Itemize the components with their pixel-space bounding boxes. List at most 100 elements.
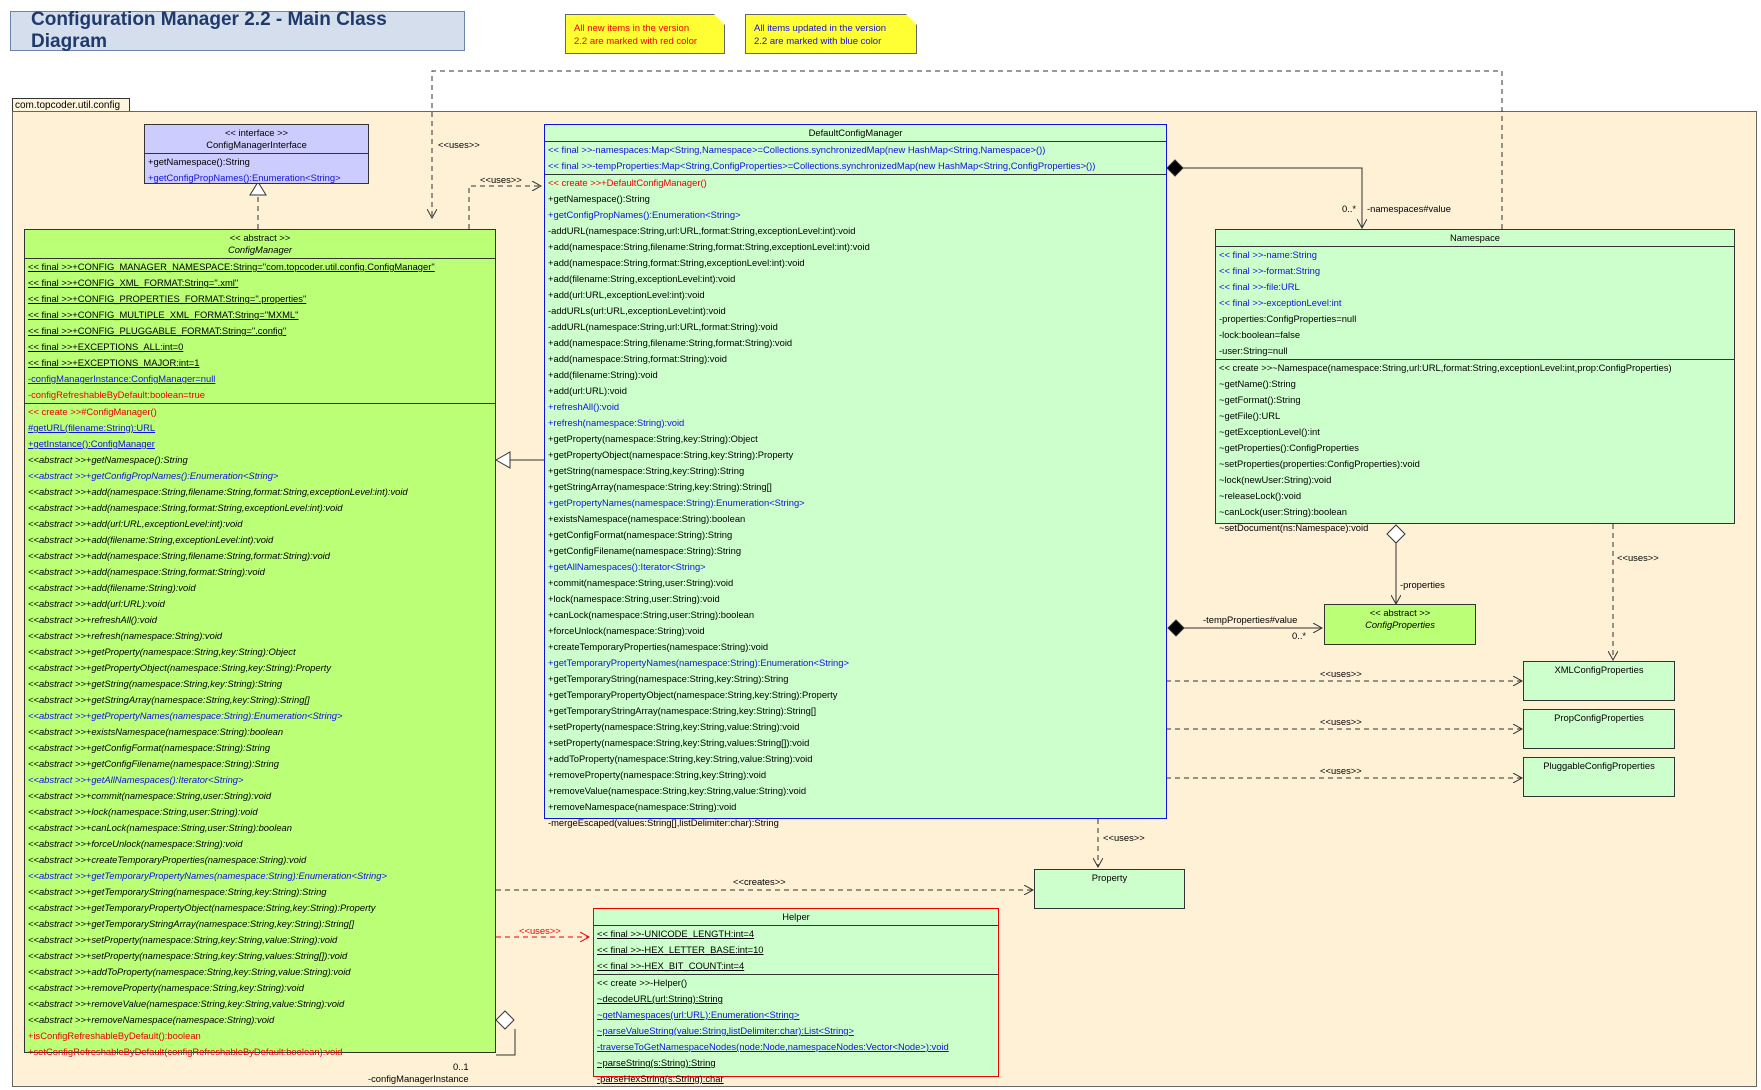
class-pluggable-config-properties[interactable]: PluggableConfigProperties	[1523, 757, 1675, 797]
member-row[interactable]: <<abstract >>+add(namespace:String,forma…	[28, 502, 343, 513]
member-row[interactable]: <<abstract >>+getPropertyNames(namespace…	[28, 710, 343, 721]
member-row[interactable]: << final >>+CONFIG_MANAGER_NAMESPACE:Str…	[28, 261, 435, 272]
member-row[interactable]: +getPropertyNames(namespace:String):Enum…	[548, 497, 805, 508]
member-row[interactable]: +refresh(namespace:String):void	[548, 417, 685, 428]
member-row[interactable]: +getAllNamespaces():Iterator<String>	[548, 561, 706, 572]
member-row[interactable]: <<abstract >>+add(filename:String):void	[28, 582, 196, 593]
member-row[interactable]: +getNamespace():String	[548, 193, 650, 204]
member-row[interactable]: +canLock(namespace:String,user:String):b…	[548, 609, 755, 620]
member-row[interactable]: << final >>+CONFIG_XML_FORMAT:String=".x…	[28, 277, 239, 288]
member-row[interactable]: << final >>+CONFIG_MULTIPLE_XML_FORMAT:S…	[28, 309, 299, 320]
member-row[interactable]: -configRefreshableByDefault:boolean=true	[28, 389, 205, 400]
member-row[interactable]: +getConfigFormat(namespace:String):Strin…	[548, 529, 733, 540]
class-namespace[interactable]: Namespace<< final >>-name:String<< final…	[1215, 229, 1735, 533]
member-row[interactable]: +add(namespace:String,filename:String,fo…	[548, 241, 870, 252]
member-row[interactable]: <<abstract >>+removeValue(namespace:Stri…	[28, 998, 345, 1009]
member-row[interactable]: <<abstract >>+addToProperty(namespace:St…	[28, 966, 351, 977]
class-config-manager-interface[interactable]: << interface >>ConfigManagerInterface+ge…	[144, 124, 369, 184]
member-row[interactable]: +getConfigFilename(namespace:String):Str…	[548, 545, 742, 556]
member-row[interactable]: +add(filename:String):void	[548, 369, 658, 380]
member-row[interactable]: ~getProperties():ConfigProperties	[1219, 442, 1359, 453]
member-row[interactable]: ~lock(newUser:String):void	[1219, 474, 1332, 485]
member-row[interactable]: <<abstract >>+getPropertyObject(namespac…	[28, 662, 332, 673]
member-row[interactable]: -parseHexString(s:String):char	[597, 1073, 724, 1084]
member-row[interactable]: << final >>+EXCEPTIONS_MAJOR:int=1	[28, 357, 200, 368]
member-row[interactable]: +setConfigRefreshableByDefault(configRef…	[28, 1046, 343, 1057]
class-xml-config-properties[interactable]: XMLConfigProperties	[1523, 661, 1675, 701]
member-row[interactable]: ~canLock(user:String):boolean	[1219, 506, 1347, 517]
member-row[interactable]: << create >>-Helper()	[597, 977, 688, 988]
member-row[interactable]: ~setProperties(properties:ConfigProperti…	[1219, 458, 1420, 469]
class-property[interactable]: Property	[1034, 869, 1185, 909]
member-row[interactable]: << final >>-UNICODE_LENGTH:int=4	[597, 928, 755, 939]
member-row[interactable]: +getConfigPropNames():Enumeration<String…	[548, 209, 741, 220]
class-helper[interactable]: Helper<< final >>-UNICODE_LENGTH:int=4<<…	[593, 908, 999, 1084]
member-row[interactable]: +getInstance():ConfigManager	[28, 438, 155, 449]
member-row[interactable]: ~getFormat():String	[1219, 394, 1301, 405]
member-row[interactable]: +getTemporaryPropertyNames(namespace:Str…	[548, 657, 849, 668]
member-row[interactable]: +getProperty(namespace:String,key:String…	[548, 433, 758, 444]
member-row[interactable]: +lock(namespace:String,user:String):void	[548, 593, 720, 604]
member-row[interactable]: << final >>-file:URL	[1219, 281, 1300, 292]
member-row[interactable]: -lock:boolean=false	[1219, 329, 1301, 340]
member-row[interactable]: +removeNamespace(namespace:String):void	[548, 801, 737, 812]
member-row[interactable]: +getNamespace():String	[148, 156, 250, 167]
member-row[interactable]: <<abstract >>+refresh(namespace:String):…	[28, 630, 223, 641]
member-row[interactable]: ~releaseLock():void	[1219, 490, 1302, 501]
member-row[interactable]: << final >>-HEX_BIT_COUNT:int=4	[597, 960, 745, 971]
member-row[interactable]: <<abstract >>+createTemporaryProperties(…	[28, 854, 307, 865]
member-row[interactable]: ~parseValueString(value:String,listDelim…	[597, 1025, 854, 1036]
member-row[interactable]: +getTemporaryStringArray(namespace:Strin…	[548, 705, 817, 716]
member-row[interactable]: <<abstract >>+getTemporaryPropertyObject…	[28, 902, 376, 913]
class-config-manager[interactable]: << abstract >>ConfigManager<< final >>+C…	[24, 229, 496, 1057]
member-row[interactable]: -mergeEscaped(values:String[],listDelimi…	[548, 817, 779, 828]
class-prop-config-properties[interactable]: PropConfigProperties	[1523, 709, 1675, 749]
member-row[interactable]: +removeValue(namespace:String,key:String…	[548, 785, 807, 796]
member-row[interactable]: << final >>+CONFIG_PROPERTIES_FORMAT:Str…	[28, 293, 307, 304]
member-row[interactable]: <<abstract >>+add(url:URL):void	[28, 598, 165, 609]
member-row[interactable]: +getStringArray(namespace:String,key:Str…	[548, 481, 772, 492]
member-row[interactable]: +getPropertyObject(namespace:String,key:…	[548, 449, 794, 460]
member-row[interactable]: <<abstract >>+add(namespace:String,filen…	[28, 550, 330, 561]
member-row[interactable]: +getConfigPropNames():Enumeration<String…	[148, 172, 341, 183]
member-row[interactable]: <<abstract >>+add(namespace:String,filen…	[28, 486, 408, 497]
member-row[interactable]: ~parseString(s:String):String	[597, 1057, 716, 1068]
member-row[interactable]: <<abstract >>+removeProperty(namespace:S…	[28, 982, 304, 993]
member-row[interactable]: -traverseToGetNamespaceNodes(node:Node,n…	[597, 1041, 949, 1052]
member-row[interactable]: << final >>-tempProperties:Map<String,Co…	[548, 160, 1096, 171]
member-row[interactable]: +getString(namespace:String,key:String):…	[548, 465, 745, 476]
member-row[interactable]: ~getName():String	[1219, 378, 1296, 389]
member-row[interactable]: <<abstract >>+removeNamespace(namespace:…	[28, 1014, 275, 1025]
member-row[interactable]: +add(namespace:String,format:String):voi…	[548, 353, 727, 364]
member-row[interactable]: +getTemporaryPropertyObject(namespace:St…	[548, 689, 838, 700]
member-row[interactable]: <<abstract >>+add(filename:String,except…	[28, 534, 274, 545]
member-row[interactable]: +removeProperty(namespace:String,key:Str…	[548, 769, 767, 780]
member-row[interactable]: << final >>-HEX_LETTER_BASE:int=10	[597, 944, 764, 955]
member-row[interactable]: <<abstract >>+lock(namespace:String,user…	[28, 806, 258, 817]
member-row[interactable]: -user:String=null	[1219, 345, 1288, 356]
member-row[interactable]: <<abstract >>+canLock(namespace:String,u…	[28, 822, 292, 833]
member-row[interactable]: +refreshAll():void	[548, 401, 620, 412]
member-row[interactable]: << create >>~Namespace(namespace:String,…	[1219, 362, 1672, 373]
member-row[interactable]: ~setDocument(ns:Namespace):void	[1219, 522, 1369, 533]
member-row[interactable]: <<abstract >>+forceUnlock(namespace:Stri…	[28, 838, 243, 849]
member-row[interactable]: -addURL(namespace:String,url:URL,format:…	[548, 321, 778, 332]
member-row[interactable]: << final >>-name:String	[1219, 249, 1317, 260]
member-row[interactable]: +setProperty(namespace:String,key:String…	[548, 721, 800, 732]
member-row[interactable]: ~getExceptionLevel():int	[1219, 426, 1320, 437]
member-row[interactable]: -properties:ConfigProperties=null	[1219, 313, 1357, 324]
member-row[interactable]: <<abstract >>+refreshAll():void	[28, 614, 157, 625]
member-row[interactable]: +setProperty(namespace:String,key:String…	[548, 737, 810, 748]
member-row[interactable]: -configManagerInstance:ConfigManager=nul…	[28, 373, 216, 384]
member-row[interactable]: -addURLs(url:URL,exceptionLevel:int):voi…	[548, 305, 726, 316]
member-row[interactable]: +existsNamespace(namespace:String):boole…	[548, 513, 746, 524]
member-row[interactable]: <<abstract >>+getTemporaryStringArray(na…	[28, 918, 355, 929]
member-row[interactable]: #getURL(filename:String):URL	[28, 422, 156, 433]
member-row[interactable]: ~getFile():URL	[1219, 410, 1281, 421]
member-row[interactable]: << create >>#ConfigManager()	[28, 406, 157, 417]
member-row[interactable]: +createTemporaryProperties(namespace:Str…	[548, 641, 769, 652]
member-row[interactable]: <<abstract >>+commit(namespace:String,us…	[28, 790, 272, 801]
member-row[interactable]: <<abstract >>+getStringArray(namespace:S…	[28, 694, 310, 705]
member-row[interactable]: <<abstract >>+getTemporaryString(namespa…	[28, 886, 327, 897]
member-row[interactable]: << final >>+EXCEPTIONS_ALL:int=0	[28, 341, 184, 352]
